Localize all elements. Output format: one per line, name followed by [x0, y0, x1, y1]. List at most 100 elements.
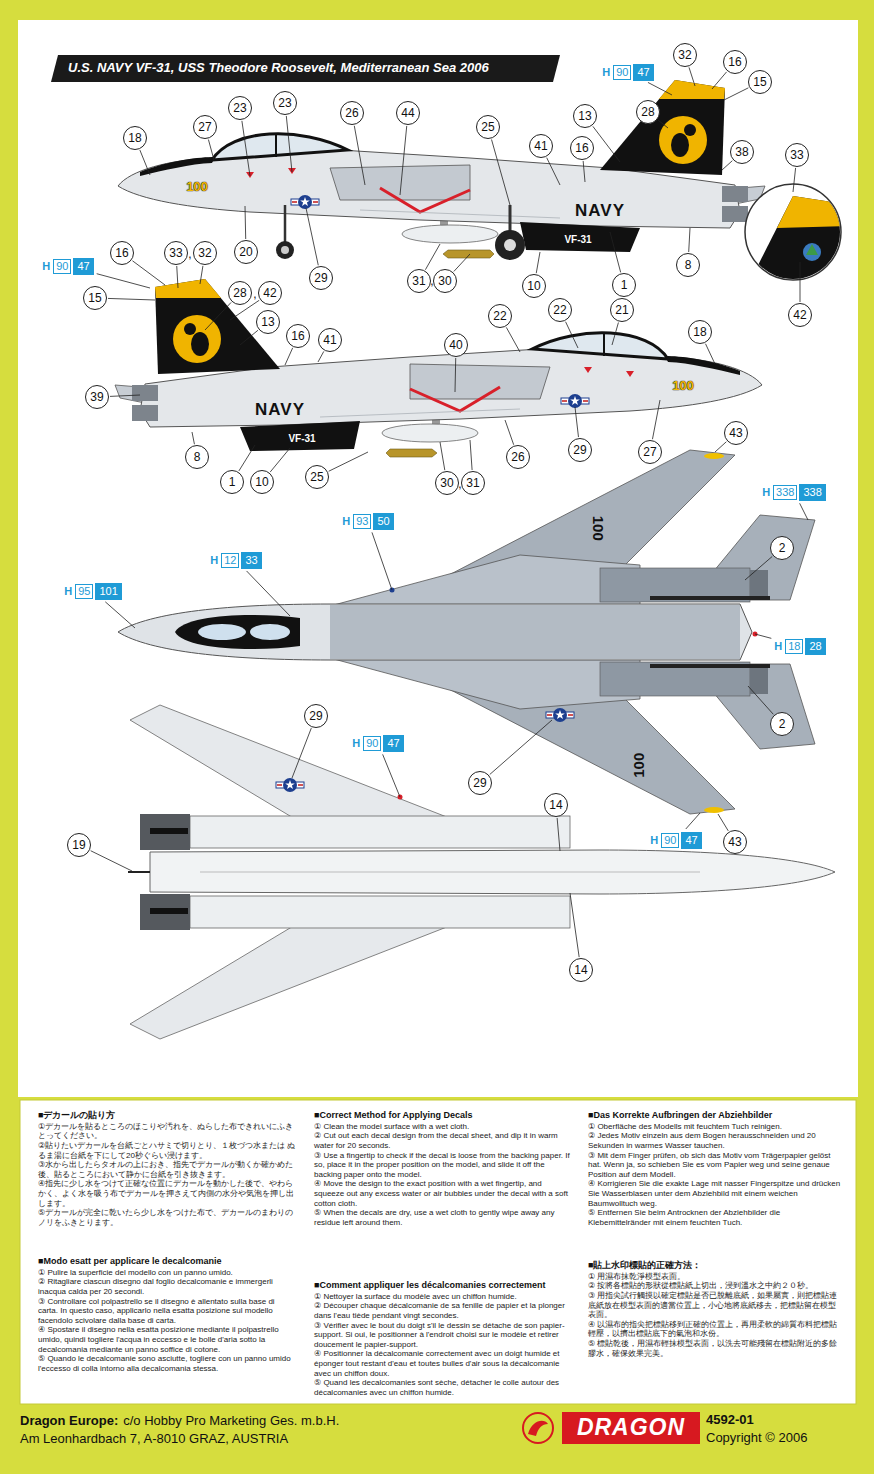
- leader-line: [686, 813, 700, 829]
- color-code: H338338: [761, 483, 827, 502]
- instruction-step: ④ Spostare il disegno nella esatta posiz…: [38, 1325, 296, 1354]
- main-gear: [509, 205, 512, 232]
- kit-number: 4592-01: [706, 1413, 754, 1427]
- instruction-step: ② Jedes Motiv einzeln aus dem Bogen hera…: [588, 1131, 842, 1150]
- callout-text: 1: [229, 476, 236, 488]
- paint-number: 90: [53, 259, 71, 274]
- callout-number: 42: [258, 281, 282, 305]
- leader-line: [318, 351, 324, 362]
- instruction-step: ⑤ When the decals are dry, use a wet clo…: [314, 1208, 572, 1227]
- callout-text: 19: [72, 839, 85, 851]
- paint-number: 47: [383, 735, 403, 752]
- leader-line: [689, 67, 695, 86]
- brand-logo: DRAGON: [577, 1415, 685, 1440]
- paint-number: 18: [785, 639, 803, 654]
- color-code: H9047: [601, 63, 654, 82]
- instruction-heading: ■デカールの貼り方: [38, 1110, 296, 1121]
- callout-number: 33: [785, 143, 809, 167]
- leader-line: [110, 395, 140, 396]
- instruction-step: ④ Korrigieren Sie die exakte Lage mit na…: [588, 1179, 842, 1208]
- navy-marking: NAVY: [255, 401, 305, 420]
- instruction-step: ① Pulire la superficie del modello con u…: [38, 1268, 296, 1278]
- color-code: H9350: [341, 512, 394, 531]
- leader-line: [105, 602, 135, 628]
- leader-line: [245, 206, 247, 239]
- callout-number: 19: [67, 833, 91, 857]
- callout-text: 21: [615, 304, 628, 316]
- leader-line: [793, 168, 796, 192]
- leader-line: [724, 88, 748, 100]
- paint-number: 338: [799, 484, 825, 501]
- nozzle: [140, 894, 190, 930]
- callout-text: 16: [291, 330, 304, 342]
- color-code: H1828: [773, 637, 826, 656]
- callout-number: 1: [220, 470, 244, 494]
- tail-hook: [128, 871, 150, 873]
- nozzle: [750, 664, 768, 694]
- instruction-step: ④ Positionner la décalcomanie correcteme…: [314, 1349, 572, 1378]
- callout-number: 8: [676, 253, 700, 277]
- callout-number: 42: [788, 303, 812, 327]
- callout-number: 21: [610, 298, 634, 322]
- callout-number: 26: [340, 101, 364, 125]
- leader-line: [547, 158, 560, 185]
- instruction-step: ④指先に少し水をつけて正確な位置にデカールを動かした後で、やわらかく、よく水を吸…: [38, 1179, 296, 1208]
- leader-line: [292, 728, 311, 778]
- color-code: H9047: [351, 734, 404, 753]
- nozzle-band: [150, 828, 188, 834]
- callout-number: 10: [522, 274, 546, 298]
- paint-number: 90: [613, 65, 631, 80]
- callout-number: 2: [770, 712, 794, 736]
- callout-number: 16: [723, 50, 747, 74]
- instruction-step: ③ Use a fingertip to check if the decal …: [314, 1151, 572, 1180]
- bottom-view-aircraft: [128, 705, 835, 1039]
- logo-emblem: [528, 1421, 548, 1436]
- leader-line: [570, 893, 579, 957]
- instruction-step: ⑤ Quando le decalcomanie sono asciutte, …: [38, 1354, 296, 1373]
- paint-number: 47: [633, 64, 653, 81]
- callout-text: 28: [641, 106, 654, 118]
- callout-number: 29: [568, 438, 592, 462]
- callout-text: 2: [779, 718, 786, 730]
- callout-text: 22: [553, 304, 566, 316]
- callout-text: 26: [511, 451, 524, 463]
- leader-line: [492, 140, 510, 205]
- callout-text: 40: [449, 339, 462, 351]
- instruction-step: ③ Vérifier avec le bout du doigt s'il le…: [314, 1321, 572, 1350]
- instruction-step: ① Clean the model surface with a wet clo…: [314, 1122, 572, 1132]
- leader-line: [722, 161, 732, 170]
- paint-number: 90: [363, 736, 381, 751]
- canopy-frame: [175, 615, 300, 649]
- leader-line: [306, 208, 318, 265]
- leader-line: [329, 452, 368, 471]
- callout-number: 28: [636, 100, 660, 124]
- copyright: Copyright © 2006: [706, 1431, 807, 1445]
- callout-text: 14: [574, 964, 587, 976]
- callout-number: 31: [461, 471, 485, 495]
- callout-number: 44: [396, 101, 420, 125]
- callout-number: 13: [256, 310, 280, 334]
- instruction-step: ⑤ Quand les decalcomanies sont sèche, dé…: [314, 1378, 572, 1397]
- callout-number: 16: [570, 136, 594, 160]
- leader-line: [755, 634, 771, 638]
- paint-number: 95: [75, 584, 93, 599]
- paint-prefix: H: [650, 835, 658, 846]
- callout-text: 39: [90, 391, 103, 403]
- leader-line: [715, 442, 726, 452]
- instruction-step: ① Oberfläche des Modells mit feuchtem Tu…: [588, 1122, 842, 1132]
- instruction-heading: ■Das Korrekte Aufbringen der Abziehbilde…: [588, 1110, 842, 1121]
- leader-line: [748, 686, 773, 714]
- callout-text: 27: [643, 446, 656, 458]
- callout-text: 42: [793, 309, 806, 321]
- paint-prefix: H: [342, 516, 350, 527]
- leader-line: [208, 140, 214, 160]
- color-code: H1233: [209, 551, 262, 570]
- instruction-step: ③ Mit dem Finger prüfen, ob sich das Mot…: [588, 1151, 842, 1180]
- callout-number: 22: [488, 304, 512, 328]
- callout-text: 27: [198, 121, 211, 133]
- callout-text: 8: [685, 259, 692, 271]
- leader-line: [800, 262, 801, 302]
- callout-text: 14: [549, 799, 562, 811]
- fuselage: [150, 850, 835, 894]
